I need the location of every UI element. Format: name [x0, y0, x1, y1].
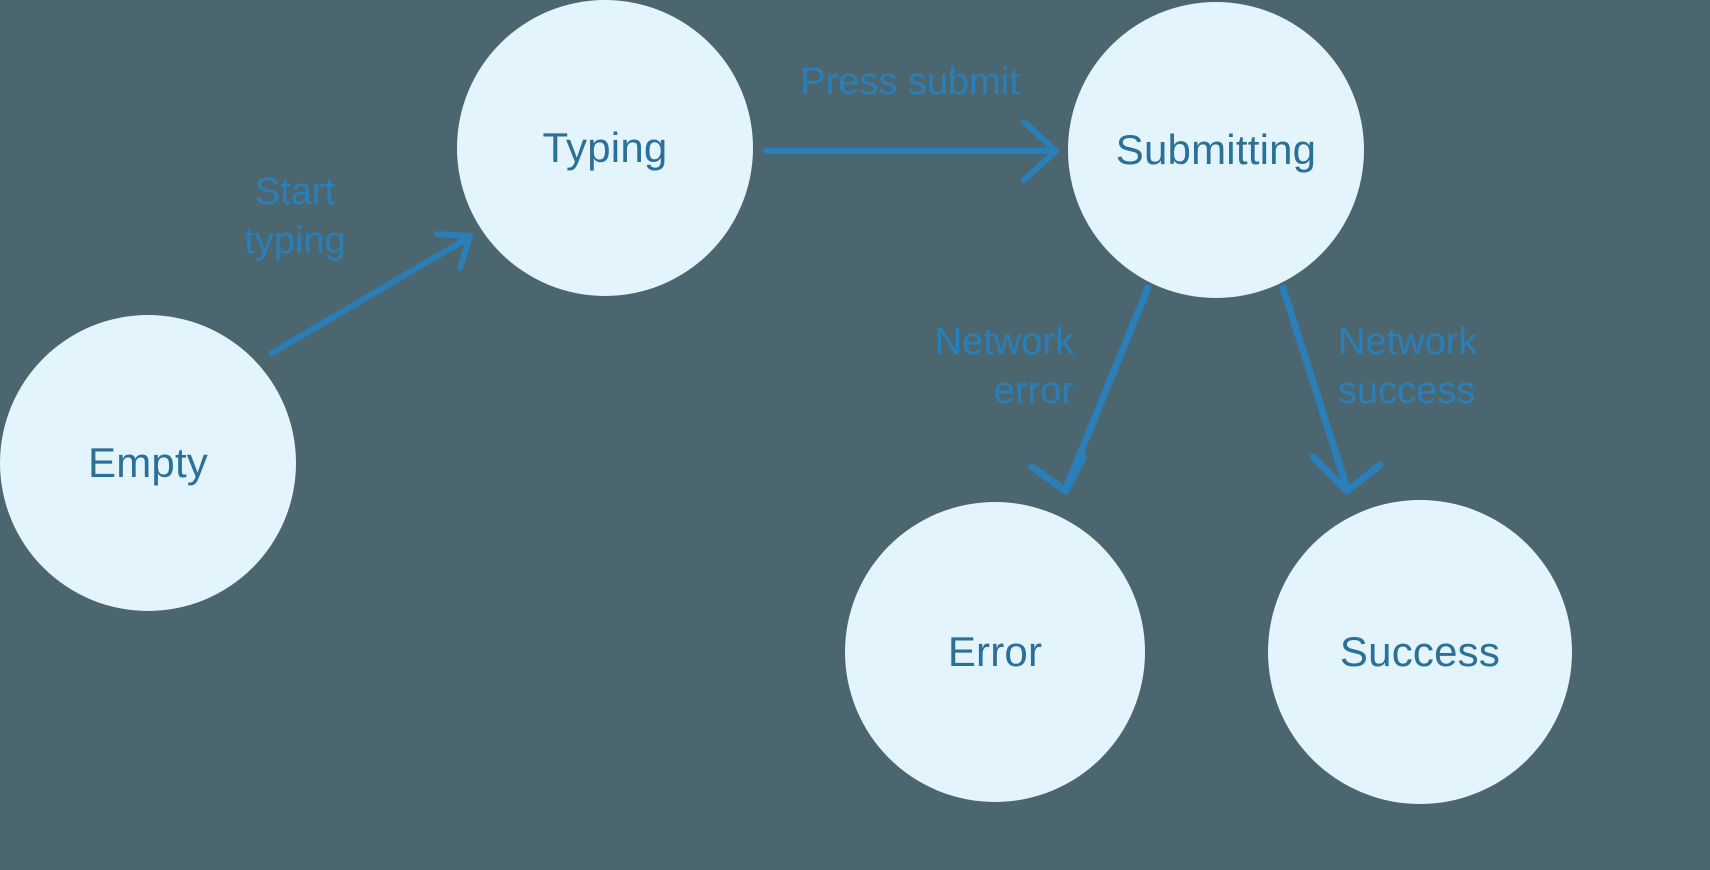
edge-empty-to-typing: [269, 231, 473, 356]
edge-label-start-typing: Start typing: [244, 171, 346, 262]
edge-label-network-error: Network error: [934, 321, 1074, 412]
state-node-empty[interactable]: Empty: [0, 315, 296, 611]
state-node-typing[interactable]: Typing: [457, 0, 753, 296]
state-node-error-label: Error: [947, 628, 1043, 675]
state-node-submitting[interactable]: Submitting: [1068, 2, 1364, 298]
edge-label-network-success: Network success: [1338, 321, 1478, 412]
state-node-submitting-label: Submitting: [1115, 126, 1317, 173]
state-node-typing-label: Typing: [542, 124, 668, 171]
state-node-success-label: Success: [1339, 628, 1501, 675]
state-node-error[interactable]: Error: [845, 502, 1145, 802]
state-node-success[interactable]: Success: [1268, 500, 1572, 804]
edge-label-press-submit: Press submit: [800, 61, 1020, 103]
edge-typing-to-submitting: [763, 119, 1059, 183]
state-node-empty-label: Empty: [87, 439, 209, 486]
edge-submitting-to-success: [1279, 284, 1384, 495]
edge-submitting-to-error: [1028, 284, 1152, 495]
